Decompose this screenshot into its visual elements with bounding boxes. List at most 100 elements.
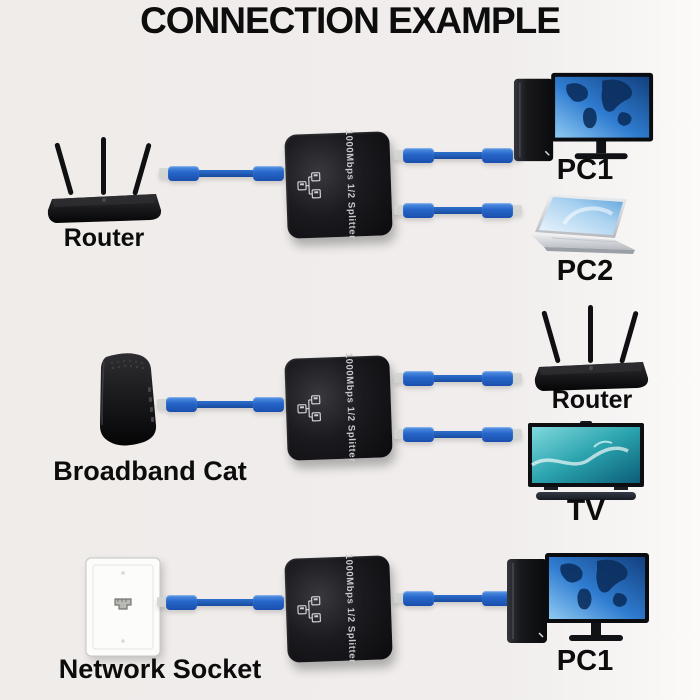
cable-boot: [403, 147, 434, 163]
cable-boot: [482, 370, 513, 386]
world-map: [566, 79, 633, 129]
page-title: CONNECTION EXAMPLE: [140, 0, 561, 41]
ethernet-cable: [394, 370, 522, 386]
splitter-device: 1000Mbps 1/2 Splitter: [284, 129, 393, 240]
ocean-wave: [530, 446, 629, 467]
cable-boot: [166, 594, 197, 610]
cable-cord: [192, 598, 258, 606]
monitor-base: [574, 153, 628, 160]
ethernet-cable: [157, 396, 293, 412]
splitter-label: 1000Mbps 1/2 Splitter: [342, 553, 358, 664]
cable-cord: [429, 374, 487, 382]
device-label-broadband-cat: Broadband Cat: [53, 456, 247, 486]
world-map: [560, 559, 628, 610]
keyboard-line: [551, 237, 618, 243]
cable-boot: [253, 396, 284, 412]
cable-boot: [482, 426, 513, 442]
cable-boot: [168, 165, 199, 181]
ethernet-cable: [157, 594, 293, 610]
router-icon: [534, 305, 649, 391]
device-label-pc1: PC1: [556, 154, 614, 186]
device-label-pc1-row3: PC1: [556, 645, 614, 677]
ethernet-cable: [159, 165, 293, 181]
screen-swirl: [562, 206, 614, 226]
cable-boot: [403, 426, 434, 442]
splitter-device: 1000Mbps 1/2 Splitter: [284, 553, 393, 664]
ethernet-cable: [394, 426, 522, 442]
soundbar: [536, 492, 636, 500]
device-label-router-1: Router: [63, 224, 145, 252]
tower-power-light: [538, 632, 544, 638]
cable-boot: [482, 590, 513, 606]
rj45-connector-icon: [394, 373, 405, 383]
pc-tower: [513, 78, 554, 162]
rj45-connector-icon: [157, 597, 168, 607]
device-label-router-2: Router: [551, 386, 633, 414]
cable-boot: [403, 370, 434, 386]
wall-socket-icon: [85, 557, 161, 657]
cable-boot: [482, 147, 513, 163]
splitter-ports-icon: [297, 596, 322, 623]
socket-screw: [121, 639, 125, 643]
rj45-connector-icon: [511, 205, 522, 215]
modem-vents: [110, 359, 145, 370]
rj45-connector-icon: [394, 150, 405, 160]
tower-power-light: [544, 150, 550, 156]
cable-boot: [403, 590, 434, 606]
rj45-connector-icon: [511, 373, 522, 383]
modem-edge-highlight: [101, 360, 105, 426]
rj45-connector-icon: [394, 429, 405, 439]
cable-cord: [192, 400, 258, 408]
desktop-pc-icon: [513, 72, 654, 162]
router-icon: [47, 137, 162, 223]
splitter-device: 1000Mbps 1/2 Splitter: [284, 352, 393, 463]
device-label-tv: TV: [566, 494, 606, 527]
rj45-connector-icon: [394, 593, 405, 603]
tv-foot: [544, 487, 558, 490]
monitor-neck: [596, 141, 607, 154]
cable-boot: [253, 594, 284, 610]
splitter-ports-icon: [297, 172, 322, 199]
laptop-front-edge: [544, 247, 635, 254]
desktop-pc-icon: [507, 553, 649, 643]
cable-boot: [166, 396, 197, 412]
socket-screw: [121, 571, 125, 575]
ethernet-cable: [394, 147, 522, 163]
pc-tower: [507, 559, 547, 643]
modem-body: [100, 353, 157, 446]
tv-foot: [614, 487, 628, 490]
router-logo: [589, 366, 593, 370]
device-label-network-socket: Network Socket: [58, 654, 262, 684]
cable-cord: [194, 169, 258, 177]
rj45-connector-icon: [157, 399, 168, 409]
cable-cord: [429, 151, 487, 159]
ethernet-cable: [394, 202, 522, 218]
monitor-neck: [591, 623, 601, 635]
cable-boot: [253, 165, 284, 181]
splitter-label: 1000Mbps 1/2 Splitter: [342, 352, 358, 463]
cable-cord: [429, 206, 487, 214]
router-antennas: [54, 137, 152, 196]
rj45-connector-icon: [511, 429, 522, 439]
laptop-screen: [539, 197, 623, 235]
router-antennas: [541, 305, 639, 364]
router-logo: [102, 198, 106, 202]
cable-cord: [429, 430, 487, 438]
tv-screen: [532, 427, 640, 483]
rj45-connector-icon: [394, 205, 405, 215]
splitter-ports-icon: [297, 395, 322, 422]
laptop-icon: [530, 194, 635, 254]
modem-leds: [148, 387, 154, 422]
rj45-jack: [114, 598, 132, 610]
monitor-base: [569, 635, 623, 641]
cable-cord: [429, 594, 487, 602]
modem-icon: [100, 353, 157, 446]
rj45-connector-icon: [159, 168, 170, 178]
splitter-label: 1000Mbps 1/2 Splitter: [342, 129, 358, 240]
cable-boot: [403, 202, 434, 218]
tv-icon: [528, 421, 644, 500]
device-label-pc2: PC2: [556, 255, 614, 287]
ethernet-cable: [394, 590, 522, 606]
cable-boot: [482, 202, 513, 218]
